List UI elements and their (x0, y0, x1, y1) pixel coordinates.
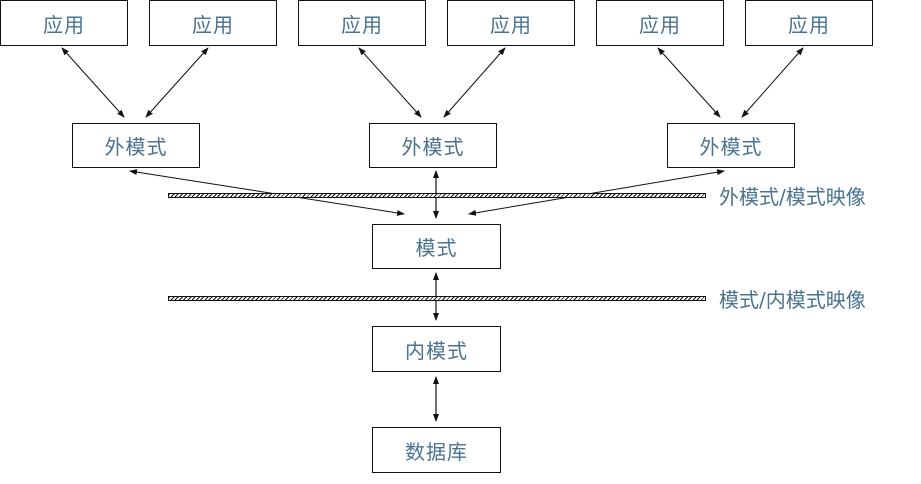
arrow-app6-ext3 (741, 47, 804, 118)
application-label: 应用 (341, 12, 383, 37)
arrow-ext3-schema (468, 169, 725, 216)
database-box: 数据库 (372, 427, 501, 473)
application-label: 应用 (639, 12, 681, 37)
application-box: 应用 (447, 0, 575, 46)
application-label: 应用 (490, 12, 532, 37)
arrow-ext1-schema (129, 169, 405, 216)
application-box: 应用 (596, 0, 724, 46)
external-schema-box: 外模式 (369, 123, 497, 168)
internal-schema-box: 内模式 (372, 326, 501, 372)
external-schema-label: 外模式 (401, 135, 465, 159)
application-box: 应用 (745, 0, 873, 46)
internal-schema-label: 内模式 (405, 338, 468, 363)
application-box: 应用 (298, 0, 426, 46)
arrow-app2-ext1 (145, 47, 209, 118)
application-label: 应用 (788, 12, 830, 37)
schema-internal-mapping-bar (168, 296, 706, 301)
application-label: 应用 (192, 12, 234, 37)
application-box: 应用 (149, 0, 277, 46)
schema-label: 模式 (415, 236, 458, 260)
application-label: 应用 (43, 12, 85, 37)
arrow-app3-ext2 (358, 47, 422, 118)
external-schema-box: 外模式 (72, 123, 200, 168)
schema-internal-mapping-label: 模式/内模式映像 (719, 288, 866, 312)
arrow-app4-ext2 (443, 47, 506, 118)
database-label: 数据库 (405, 439, 468, 464)
external-schema-label: 外模式 (699, 135, 763, 159)
external-schema-mapping-label: 外模式/模式映像 (719, 185, 866, 209)
external-schema-mapping-bar (168, 193, 706, 198)
arrow-app1-ext1 (61, 47, 125, 118)
schema-box: 模式 (372, 224, 501, 269)
external-schema-box: 外模式 (667, 123, 795, 168)
application-box: 应用 (0, 0, 128, 46)
external-schema-label: 外模式 (104, 135, 168, 159)
arrow-app5-ext3 (657, 47, 721, 118)
